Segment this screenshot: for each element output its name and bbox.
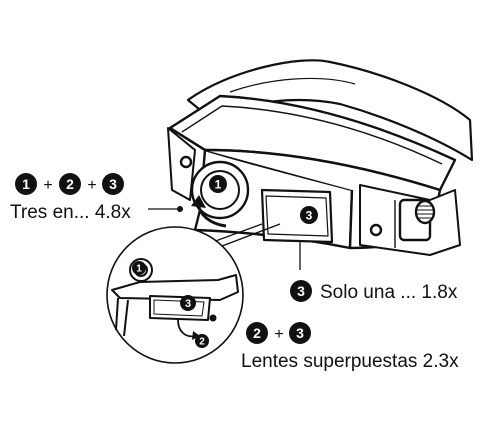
badge-3-label: 3 (297, 283, 305, 299)
all-three-text: Tres en... 4.8x (10, 202, 131, 223)
front-lens-plate (260, 188, 334, 244)
detail-arrow-marker-label: 2 (199, 337, 205, 348)
plus-operator: + (87, 177, 96, 194)
badge-3-label: 3 (296, 325, 304, 341)
badge-2 (246, 322, 268, 344)
badge-2-label: 2 (253, 325, 261, 341)
rotate-arrowhead-icon (191, 195, 206, 208)
plus-operator: + (274, 326, 283, 343)
callout-all-three: 1 + 2 + 3 Tres en... 4.8x (10, 173, 131, 223)
visor-body (167, 94, 461, 256)
badge-3-label: 3 (109, 176, 117, 192)
two-and-three-text: Lentes superpuestas 2.3x (241, 351, 459, 372)
only-three-text: Solo una ... 1.8x (320, 282, 458, 303)
front-plate-marker (300, 206, 318, 224)
badge-3 (289, 322, 311, 344)
main-loupe-marker-label: 1 (215, 178, 222, 192)
plus-operator: + (43, 177, 52, 194)
callout-two-and-three: 2 + 3 Lentes superpuestas 2.3x (241, 322, 459, 372)
badge-2-label: 2 (66, 176, 74, 192)
leader-dot (177, 206, 183, 212)
detail-arrow-marker (195, 334, 209, 348)
detail-lens-marker (132, 261, 146, 275)
callout-only-three: 3 Solo una ... 1.8x (290, 280, 458, 303)
detail-flip-arrowhead-icon (192, 331, 200, 340)
main-loupe-marker (209, 175, 227, 193)
badge-1-label: 1 (22, 176, 30, 192)
badge-3 (290, 280, 312, 302)
front-plate-marker-label: 3 (306, 209, 313, 223)
detail-plate-marker (180, 295, 196, 311)
badge-1 (15, 173, 37, 195)
badge-3 (102, 173, 124, 195)
badge-2 (59, 173, 81, 195)
detail-plate-marker-label: 3 (185, 298, 191, 310)
detail-lens-marker-label: 1 (136, 264, 142, 275)
